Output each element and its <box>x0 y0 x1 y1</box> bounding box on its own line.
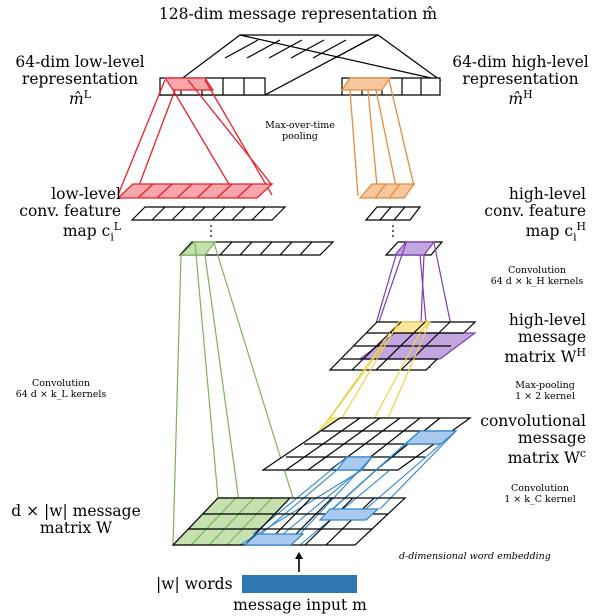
input-section <box>242 552 357 593</box>
message-representation-block <box>158 34 442 96</box>
convolution-high-label: Convolution 64 d × k_H kernels <box>490 265 584 287</box>
low-level-pooling-red <box>116 79 274 199</box>
message-matrix <box>171 497 407 546</box>
low-representation-label: 64-dim low-level representation m̂L <box>15 53 145 108</box>
input-label: message input m <box>233 596 367 614</box>
convolutional-matrix-label: convolutional message matrix Wc <box>480 412 586 467</box>
convolution-c-label: Convolution 1 × k_C kernel <box>504 483 576 505</box>
high-level-pooling-orange <box>349 79 416 199</box>
feature-maps <box>130 206 444 256</box>
embedding-label: d-dimensional word embedding <box>399 551 551 562</box>
low-level-convolution-green <box>171 241 294 546</box>
high-feature-label: high-level conv. feature map ciH <box>484 185 586 243</box>
convolution-blue <box>239 430 457 546</box>
word-embedding-bar <box>242 575 357 593</box>
pooling-label: Max-over-time pooling <box>265 120 335 142</box>
low-feature-label: low-level conv. feature map ciL <box>19 185 121 243</box>
high-representation-label: 64-dim high-level representation m̂H <box>452 53 589 108</box>
words-label: |w| words <box>156 575 233 593</box>
ellipsis-dots <box>210 225 394 237</box>
title-label: 128-dim message representation m̂ <box>158 5 438 23</box>
high-level-matrix <box>328 321 477 371</box>
convolution-low-label: Convolution 64 d × k_L kernels <box>15 378 107 400</box>
max-pooling-label: Max-pooling 1 × 2 kernel <box>515 380 575 402</box>
message-matrix-label: d × |w| message matrix W <box>11 502 141 538</box>
high-matrix-label: high-level message matrix WH <box>504 311 586 366</box>
